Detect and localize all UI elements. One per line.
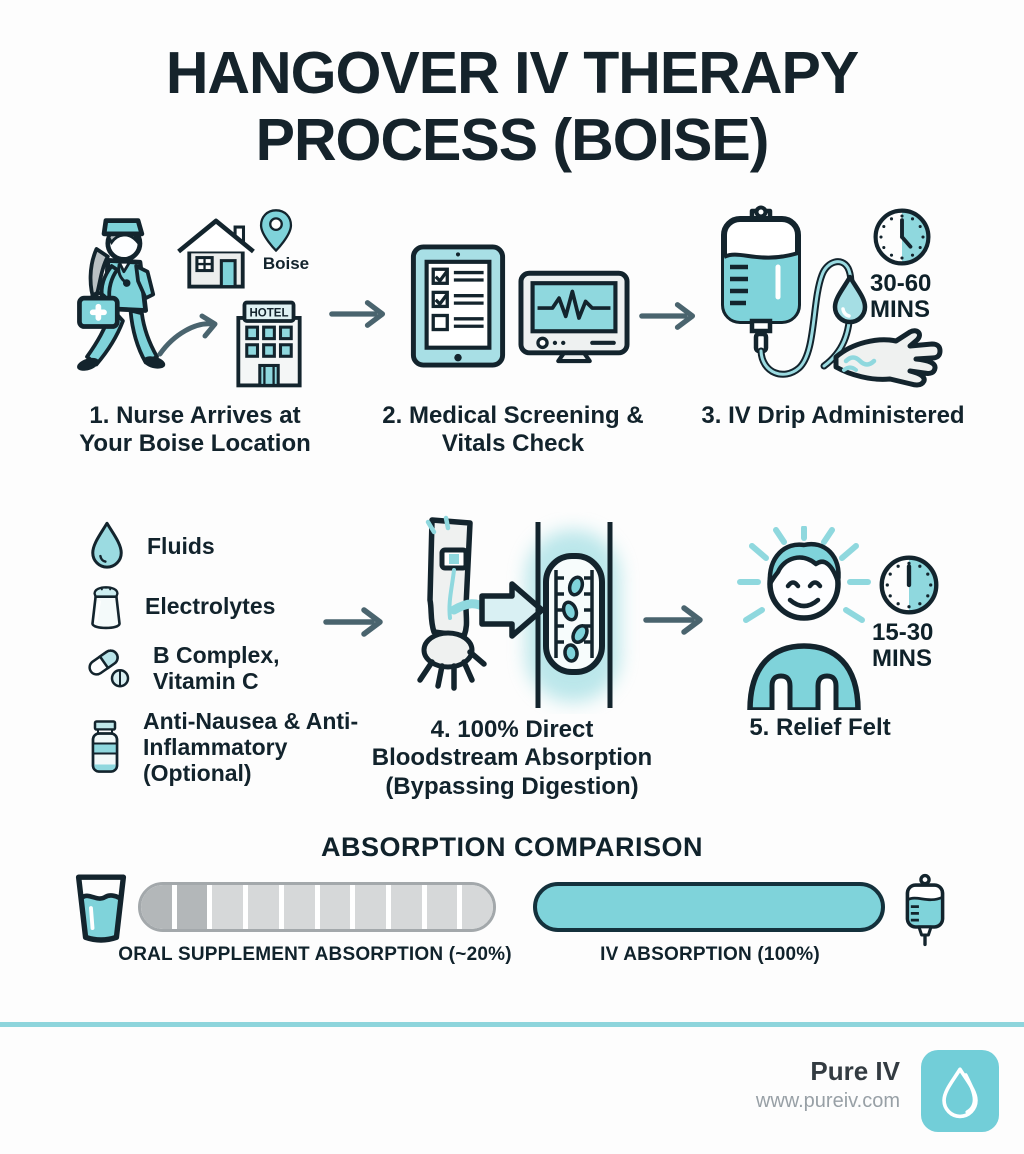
drop-icon [832,274,868,325]
scene-relief-felt: 15-30 MINS [728,524,968,720]
arrow-right-icon [639,302,696,330]
step5-caption: 5. Relief Felt [749,714,891,741]
location-pin-icon [259,209,293,253]
hotel-icon: HOTEL [236,300,302,388]
bloodstream-absorption-illustration [417,515,620,708]
scene-medical-screening [402,228,642,378]
nurse-icon [77,218,166,371]
oral-bar-segment [319,885,351,929]
arm-icon [833,328,943,388]
salt-shaker-icon [91,586,121,630]
oral-bar-segment [212,885,244,929]
hotel-sign-text: HOTEL [250,307,289,319]
iv-bag-small-icon [905,873,945,947]
relief-rays [737,526,871,623]
step1-caption: 1. Nurse Arrives at Your Boise Location [79,402,311,458]
ingredient-label: Electrolytes [145,593,276,619]
comparison-title: ABSORPTION COMPARISON [320,832,703,862]
oral-bar-segment [176,885,208,929]
clock-icon [879,555,939,615]
step5-time: 15-30 MINS [872,619,934,672]
brand-logo [921,1050,999,1132]
oral-absorption-label: ORAL SUPPLEMENT ABSORPTION (~20%) [118,944,512,965]
oral-bar-segment [141,885,172,929]
footer-divider [0,1022,1024,1027]
iv-absorption-bar [533,882,885,932]
ingredient-label: Fluids [147,533,215,559]
arrow-right-icon [329,300,386,328]
iv-absorption-label: IV ABSORPTION (100%) [600,944,820,965]
list-item: Electrolytes [85,580,275,632]
page-title: HANGOVER IV THERAPY PROCESS (BOISE) [165,40,859,173]
footer-text: Pure IV www.pureiv.com [756,1056,900,1113]
tablet-checklist-icon [410,244,506,368]
brand-name: Pure IV [810,1056,900,1086]
oral-bar-segment [426,885,458,929]
oral-bar-segment [248,885,279,929]
vitals-monitor-icon [518,270,630,364]
step3-caption: 3. IV Drip Administered [701,402,965,429]
list-item: Anti-Nausea & Anti-Inflammatory (Optiona… [85,708,363,786]
list-item: B Complex, Vitamin C [85,642,313,694]
pin-label: Boise [262,254,310,273]
step4-caption: 4. 100% Direct Bloodstream Absorption (B… [371,716,653,800]
step2-caption: 2. Medical Screening & Vitals Check [382,402,644,458]
water-glass-icon [75,874,127,943]
iv-bag-arm-illustration [721,205,943,388]
blood-vessel-icon [535,522,613,708]
clock-icon [873,208,931,266]
arrow-right-icon [323,607,383,637]
brand-url: www.pureiv.com [755,1090,900,1112]
curved-arrow-icon [157,313,218,357]
into-vein-arrow-icon [479,581,545,639]
arrow-right-icon [643,605,703,635]
droplet-logo-icon [942,1067,978,1119]
step3-time: 30-60 MINS [870,270,932,323]
oral-bar-segment [390,885,422,929]
ingredient-label: Anti-Nausea & Anti-Inflammatory (Optiona… [143,708,359,786]
oral-absorption-bar [138,882,496,932]
oral-bar-segment [283,885,315,929]
oral-bar-segment [462,885,493,929]
ingredient-label: B Complex, Vitamin C [153,642,280,694]
iv-bag-icon [721,205,801,354]
ingredients-list: Fluids Electrolytes B Complex, Vitamin C [85,520,375,820]
medicine-bottle-icon [91,720,119,773]
pills-icon [88,649,130,688]
list-item: Fluids [85,520,215,572]
happy-person-icon [737,526,871,710]
oral-bar-segment [355,885,386,929]
scene-nurse-arrives: Boise HOTEL [58,198,318,398]
water-drop-icon [91,521,123,569]
house-icon [177,218,255,289]
scene-iv-drip: 30-60 MINS [700,205,992,395]
